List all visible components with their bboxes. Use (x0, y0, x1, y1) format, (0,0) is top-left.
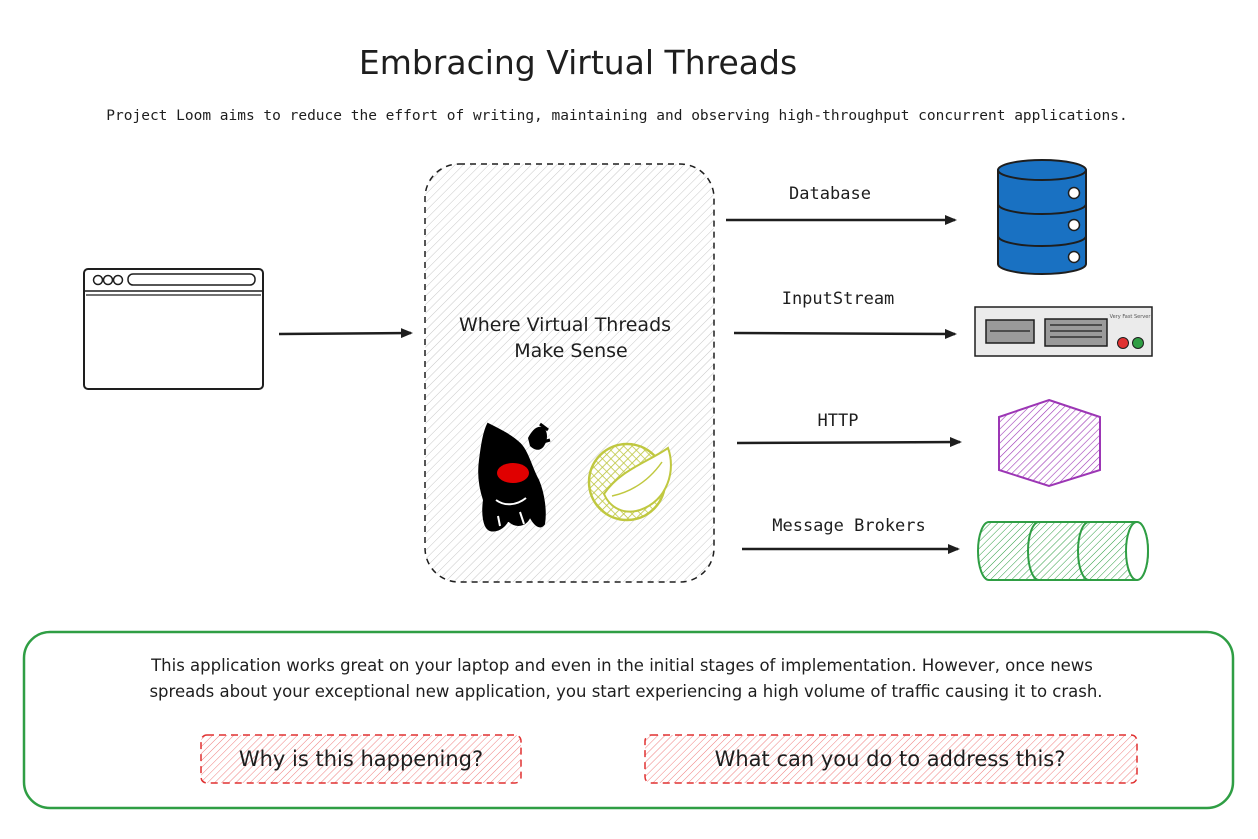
diagram-subtitle: Project Loom aims to reduce the effort o… (106, 108, 1127, 124)
virtual-threads-box: Where Virtual Threads Make Sense (424, 163, 715, 583)
queue-cylinder-icon (977, 521, 1149, 581)
server-icon: Very Fast Server (974, 306, 1153, 357)
client-arrow (278, 328, 413, 339)
database-icon (997, 159, 1087, 275)
inputstream-label: InputStream (782, 289, 895, 309)
center-box-line2: Make Sense (514, 340, 627, 362)
question-address: What can you do to address this? (715, 747, 1066, 771)
inputstream-arrow (733, 328, 957, 339)
question-why-box: Why is this happening? (200, 734, 522, 784)
duke-mascot-icon (478, 422, 551, 532)
http-arrow (736, 437, 962, 448)
question-why: Why is this happening? (239, 747, 483, 771)
database-label: Database (789, 184, 871, 204)
scenario-line2: spreads about your exceptional new appli… (149, 682, 1102, 701)
message-brokers-label: Message Brokers (772, 516, 926, 536)
hexagon-icon (998, 398, 1101, 488)
http-label: HTTP (818, 411, 859, 431)
diagram-title: Embracing Virtual Threads (359, 43, 797, 82)
browser-window-icon (83, 268, 264, 390)
server-caption: Very Fast Server (1110, 314, 1152, 320)
scenario-line1: This application works great on your lap… (150, 656, 1093, 675)
spring-logo-icon (587, 442, 672, 522)
question-address-box: What can you do to address this? (644, 734, 1138, 784)
center-box-line1: Where Virtual Threads (459, 314, 671, 336)
